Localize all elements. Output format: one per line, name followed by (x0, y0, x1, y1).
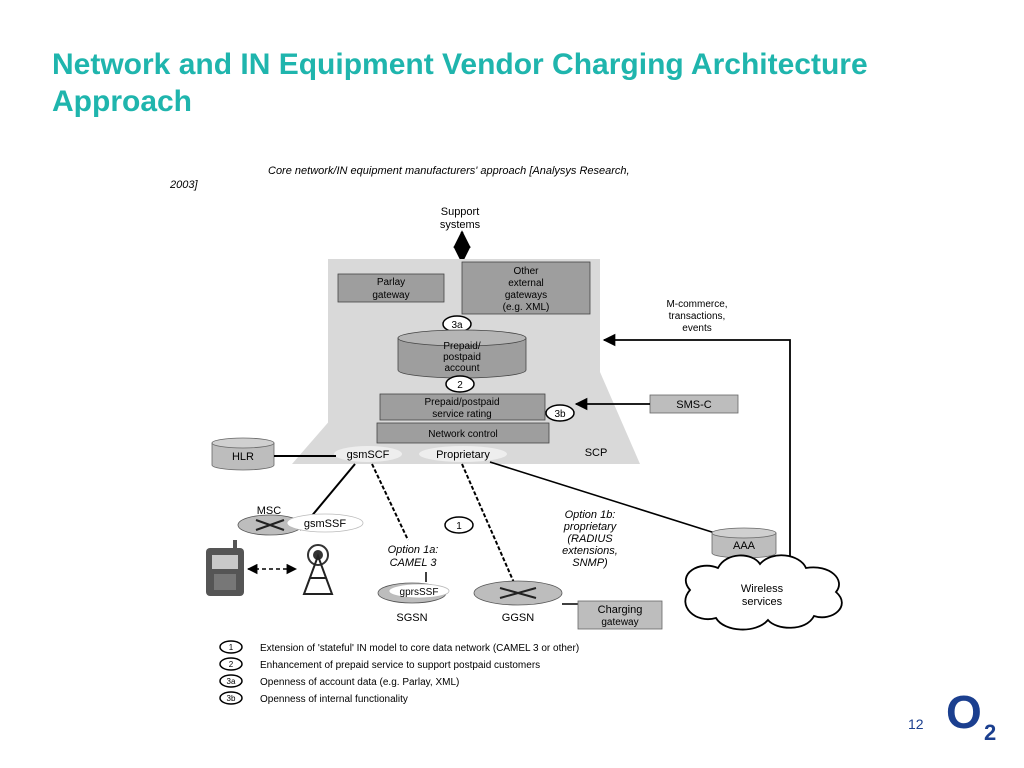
support-systems-label-line2: systems (440, 219, 481, 231)
legend-marker-3b-circle (219, 691, 243, 705)
legend-marker-2: 2 (229, 660, 234, 669)
other-gateways-label-line4: (e.g. XML) (503, 302, 550, 313)
network-control-box (376, 422, 550, 444)
ggsn-router-icon (499, 587, 537, 599)
service-rating-label-line2: service rating (432, 409, 491, 420)
parlay-gateway-label-line1: Parlay (377, 277, 405, 288)
gsmssf-label: gsmSSF (304, 518, 346, 530)
parlay-gateway-box (337, 273, 445, 303)
option-1a-label-line1: Option 1a: (388, 544, 439, 556)
service-rating-box (379, 393, 546, 421)
legend-marker-3a: 3a (227, 677, 236, 686)
option-1b-label-line2: proprietary (563, 521, 618, 533)
marker-1-circle (444, 516, 474, 534)
gprsssf-node (388, 583, 450, 599)
gsmscf-node (334, 446, 402, 462)
marker-1-label: 1 (456, 521, 462, 532)
option-1a-label-line2: CAMEL 3 (390, 557, 438, 569)
legend-item-1: 1 Extension of 'stateful' IN model to co… (219, 640, 579, 654)
option-1b-label-line4: extensions, (562, 545, 618, 557)
aaa-cylinder-top (711, 527, 777, 539)
proprietary-node (419, 446, 507, 462)
legend-marker-3b: 3b (227, 694, 236, 703)
legend-marker-1: 1 (229, 643, 234, 652)
proprietary-label: Proprietary (436, 449, 490, 461)
msc-switch-icon (255, 519, 285, 531)
mcommerce-label-line1: M-commerce, (666, 299, 727, 310)
msc-label: MSC (257, 505, 282, 517)
o2-logo-subscript: 2 (984, 720, 996, 742)
marker-3b-label: 3b (554, 409, 566, 420)
page-number: 12 (908, 716, 924, 732)
mcommerce-arrow (602, 333, 791, 574)
charging-gateway-label-line1: Charging (598, 604, 643, 616)
cell-tower-icon (302, 544, 334, 595)
hlr-cylinder-top (211, 437, 275, 449)
other-gateways-box (461, 261, 591, 315)
link-proprietary-ggsn (461, 463, 516, 586)
link-proprietary-aaa (489, 461, 716, 534)
wireless-services-label-line2: services (742, 596, 783, 608)
support-systems-label-line1: Support (441, 206, 480, 218)
legend-marker-2-circle (219, 657, 243, 671)
sgsn-label: SGSN (396, 612, 427, 624)
parlay-gateway-label-line2: gateway (372, 290, 409, 301)
prepaid-account-label-line2: postpaid (443, 352, 481, 363)
ggsn-label: GGSN (502, 612, 534, 624)
option-1b-label-line3: (RADIUS (567, 533, 613, 545)
aaa-label: AAA (733, 540, 756, 552)
gprsssf-label: gprsSSF (400, 587, 439, 598)
legend-item-2: 2 Enhancement of prepaid service to supp… (219, 657, 540, 671)
link-gsmscf-sgsn (371, 463, 409, 541)
prepaid-account-label-line3: account (444, 363, 479, 374)
slide-title: Network and IN Equipment Vendor Charging… (52, 48, 868, 118)
marker-2-circle (445, 375, 475, 393)
legend-item-3b: 3b Openness of internal functionality (219, 691, 408, 705)
legend-text-2: Enhancement of prepaid service to suppor… (260, 660, 540, 671)
mobile-phone-icon (206, 540, 244, 596)
hlr-label: HLR (232, 451, 254, 463)
marker-3a-label: 3a (451, 320, 463, 331)
mcommerce-label-line3: events (682, 323, 711, 334)
other-gateways-label-line3: gateways (505, 290, 547, 301)
gsmscf-label: gsmSCF (347, 449, 390, 461)
o2-logo: O 2 (946, 686, 996, 742)
legend-text-3b: Openness of internal functionality (260, 694, 408, 705)
diagram-caption-line2: 2003] (169, 179, 198, 191)
legend-marker-3a-circle (219, 674, 243, 688)
legend-text-1: Extension of 'stateful' IN model to core… (260, 643, 579, 654)
other-gateways-label-line1: Other (513, 266, 539, 277)
scp-label: SCP (585, 447, 608, 459)
option-1b-label-line1: Option 1b: (565, 509, 616, 521)
charging-gateway-box (577, 600, 663, 630)
legend: 1 Extension of 'stateful' IN model to co… (219, 640, 579, 705)
option-1b-label-line5: SNMP) (572, 557, 608, 569)
prepaid-account-cylinder-top (397, 329, 527, 347)
wireless-services-cloud (684, 554, 843, 631)
wireless-services-label-line1: Wireless (741, 583, 784, 595)
o2-logo-letter: O (946, 686, 982, 738)
other-gateways-label-line2: external (508, 278, 544, 289)
mcommerce-label-line2: transactions, (669, 311, 726, 322)
smsc-label: SMS-C (676, 399, 712, 411)
diagram-caption-line1: Core network/IN equipment manufacturers'… (268, 165, 630, 177)
marker-3b-circle (545, 404, 575, 422)
network-control-label: Network control (428, 429, 497, 440)
marker-2-label: 2 (457, 380, 463, 391)
legend-marker-1-circle (219, 640, 243, 654)
legend-text-3a: Openness of account data (e.g. Parlay, X… (260, 677, 459, 688)
charging-gateway-label-line2: gateway (601, 617, 638, 628)
legend-item-3a: 3a Openness of account data (e.g. Parlay… (219, 674, 459, 688)
prepaid-account-label-line1: Prepaid/ (443, 341, 480, 352)
hlr-cylinder (211, 442, 275, 471)
gsmssf-node (286, 513, 364, 533)
service-rating-label-line1: Prepaid/postpaid (424, 397, 499, 408)
